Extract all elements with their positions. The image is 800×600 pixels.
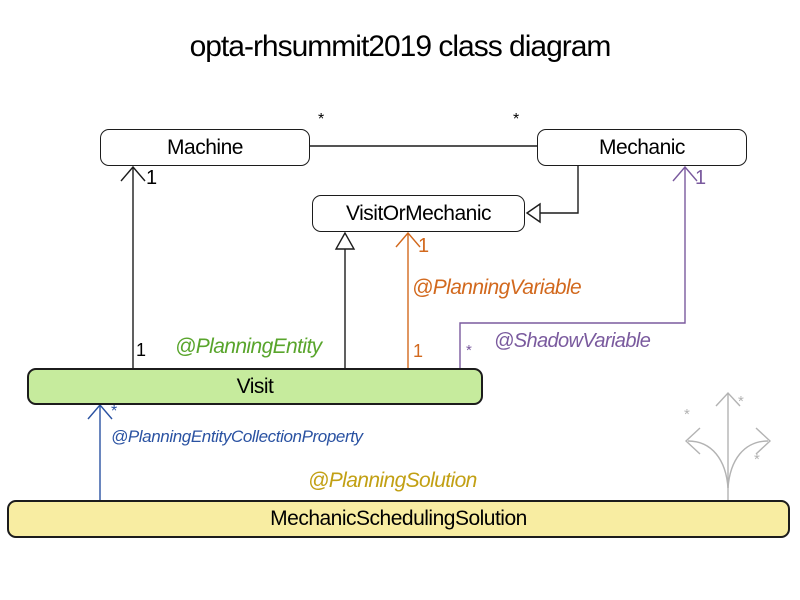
multiplicity-visit-machine-target: 1: [146, 167, 157, 189]
shadow-variable-line: [459, 167, 686, 368]
class-box-machine: Machine: [100, 129, 310, 166]
class-label-visitormechanic: VisitOrMechanic: [346, 201, 492, 225]
annotation-planning-entity: @PlanningEntity: [175, 335, 322, 358]
open-arrowhead-icon: [755, 427, 772, 455]
class-box-mechanic: Mechanic: [537, 129, 747, 166]
open-arrowhead-icon: [395, 231, 421, 248]
gray-fan-left-line: [687, 440, 729, 489]
multiplicity-gray-fan-up: *: [738, 393, 744, 410]
open-arrowhead-icon: [120, 165, 146, 182]
multiplicity-mechanic-end: *: [513, 111, 519, 128]
annotation-shadow-variable: @ShadowVariable: [494, 330, 651, 352]
class-label-machine: Machine: [167, 135, 243, 159]
annotation-planning-entity-collection-property: @PlanningEntityCollectionProperty: [111, 427, 363, 446]
multiplicity-shadow-variable-target: 1: [695, 167, 706, 189]
open-arrowhead-icon: [715, 391, 741, 407]
open-arrowhead-icon: [672, 165, 698, 182]
multiplicity-shadow-variable-source: *: [466, 342, 472, 359]
class-box-visit: Visit: [27, 368, 483, 405]
multiplicity-gray-fan-left: *: [684, 406, 690, 423]
diagram-title: opta-rhsummit2019 class diagram: [189, 30, 612, 63]
class-box-mechanicschedulingsolution: MechanicSchedulingSolution: [7, 500, 790, 538]
class-label-mechanicschedulingsolution: MechanicSchedulingSolution: [270, 507, 527, 530]
multiplicity-visit-machine-source: 1: [136, 340, 146, 360]
gray-fan-right-line: [727, 440, 769, 489]
multiplicity-gray-fan-right: *: [754, 451, 760, 468]
hollow-triangle-arrowhead-icon: [334, 231, 356, 250]
open-arrowhead-icon: [87, 403, 113, 420]
multiplicity-planning-variable-source: 1: [413, 341, 423, 361]
class-label-visit: Visit: [236, 374, 274, 398]
annotation-planning-variable: @PlanningVariable: [412, 276, 582, 299]
multiplicity-collection-property-source: *: [111, 403, 117, 420]
multiplicity-planning-variable-target: 1: [418, 235, 429, 257]
annotation-planning-solution: @PlanningSolution: [308, 469, 477, 492]
multiplicity-machine-end: *: [318, 111, 324, 128]
open-arrowhead-icon: [684, 427, 701, 455]
class-box-visitormechanic: VisitOrMechanic: [312, 195, 525, 232]
class-label-mechanic: Mechanic: [599, 135, 685, 159]
hollow-triangle-arrowhead-icon: [525, 202, 541, 224]
mechanic-to-visitormechanic-line: [540, 166, 579, 214]
